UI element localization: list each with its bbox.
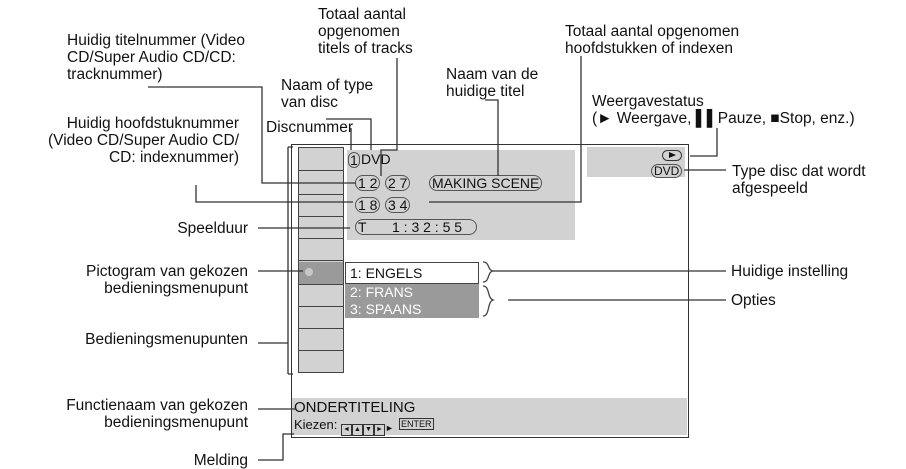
menu-row-divider [299,328,343,329]
disc-number-badge: 1 [348,152,360,168]
menu-row-divider [299,306,343,307]
option-box-1[interactable] [345,262,479,284]
option-box-rest[interactable] [345,284,479,318]
label-type-disc: Type disc dat wordt afgespeeld [732,163,866,197]
bottom-bar [292,398,687,435]
option-2: 2: FRANS [350,284,414,300]
selected-menu-icon[interactable] [299,262,343,284]
label-naam-titel: Naam van de huidige titel [446,66,539,100]
chapter-total: 3 4 [385,197,411,213]
arrow-keys-icon: ◄▲▼►► [341,418,394,436]
menu-row-divider [299,194,343,195]
label-naam-type-disc: Naam of type van disc [281,77,374,111]
menu-row-divider [299,350,343,351]
label-speelduur: Speelduur [177,220,248,237]
title-name: MAKING SCENE [429,175,543,191]
disc-type: DVD [361,151,391,167]
option-1: 1: ENGELS [350,265,423,281]
label-weergavestatus: Weergavestatus (► Weergave, ▌▌Pauze, ■St… [592,93,855,127]
selected-dot-icon [305,268,313,276]
menu-row-divider [299,238,343,239]
message-prefix: Kiezen: [294,417,338,432]
label-huidig-titelnummer: Huidig titelnummer (Video CD/Super Audio… [67,32,246,83]
label-totaal-titels: Totaal aantal opgenomen titels of tracks [318,6,413,57]
label-huidig-hoofdstuk: Huidig hoofdstuknummer (Video CD/Super A… [48,115,239,166]
chapter-number: 1 8 [355,197,381,213]
label-melding: Melding [193,452,248,469]
label-pictogram: Pictogram van gekozen bedieningsmenupunt [86,263,248,297]
label-functienaam: Functienaam van gekozen bedieningsmenupu… [66,397,248,431]
menu-row-divider [299,284,343,285]
function-name: ONDERTITELING [294,399,416,416]
play-status-icon [662,150,682,161]
playing-time: T 1 : 3 2 : 5 5 [355,219,477,235]
label-discnummer: Discnummer [266,119,353,136]
menu-row-divider [299,170,343,171]
menu-row-divider [299,216,343,217]
menu-row-divider [299,260,343,261]
title-total: 2 7 [385,175,411,191]
enter-key: ENTER [399,418,434,430]
time-prefix: T [358,219,367,235]
info-bar-row1 [347,150,575,240]
screen-frame [291,144,689,438]
label-opties: Opties [731,292,776,309]
time-value: 1 : 3 2 : 5 5 [392,219,463,235]
label-huidige-instelling: Huidige instelling [731,263,849,280]
label-totaal-hoofdstukken: Totaal aantal opgenomen hoofdstukken of … [565,23,740,57]
disc-type-badge: DVD [651,164,683,178]
option-3: 3: SPAANS [350,301,422,317]
label-bedieningsmenupunten: Bedieningsmenupunten [85,331,248,348]
